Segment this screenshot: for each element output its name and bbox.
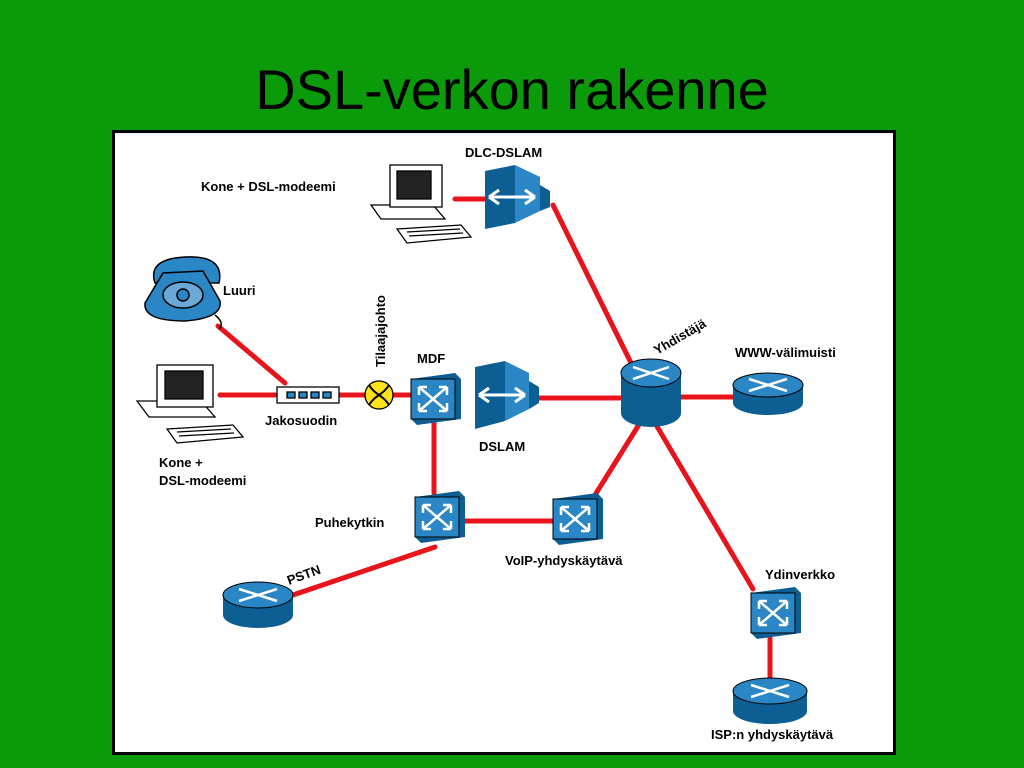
label-voip: VoIP-yhdyskäytävä — [505, 553, 623, 568]
label-www: WWW-välimuisti — [735, 345, 836, 360]
mdf-switch-icon — [410, 373, 461, 425]
label-dlc-dslam: DLC-DSLAM — [465, 145, 542, 160]
isp-gateway-router-icon — [732, 677, 808, 724]
label-jakosuodin: Jakosuodin — [265, 413, 337, 428]
telephone-icon — [144, 256, 222, 330]
link-router-ydin — [652, 420, 756, 592]
aggregator-router-icon — [620, 358, 682, 427]
computer-left-icon — [135, 364, 245, 444]
link-puhekytkin-pstn — [290, 544, 438, 598]
label-dslam: DSLAM — [479, 439, 525, 454]
dlc-dslam-icon — [485, 165, 550, 229]
link-dlc-router — [550, 202, 638, 374]
voice-switch-icon — [414, 491, 465, 543]
label-kone-top: Kone + DSL-modeemi — [201, 179, 336, 194]
label-pstn: PSTN — [285, 562, 323, 588]
label-kone-left-1: Kone + — [159, 455, 203, 470]
label-luuri: Luuri — [223, 283, 256, 298]
slide-title: DSL-verkon rakenne — [255, 58, 769, 121]
label-ydinverkko: Ydinverkko — [765, 567, 835, 582]
label-tilaajajohto: Tilaajajohto — [373, 295, 388, 367]
splitter-icon — [276, 386, 340, 404]
network-diagram: DLC-DSLAM Kone + DSL-modeemi Luuri Tilaa… — [112, 130, 896, 755]
subscriber-line-icon — [364, 380, 394, 410]
computer-top-icon — [369, 164, 473, 244]
label-mdf: MDF — [417, 351, 445, 366]
label-isp: ISP:n yhdyskäytävä — [711, 727, 834, 742]
core-network-switch-icon — [750, 587, 801, 639]
pstn-router-icon — [222, 581, 294, 628]
link-phone-splitter — [215, 323, 288, 386]
links — [215, 196, 773, 681]
link-voip-router — [587, 420, 643, 506]
label-kone-left-2: DSL-modeemi — [159, 473, 246, 488]
www-cache-router-icon — [732, 372, 804, 415]
label-yhdistaja: Yhdistäjä — [651, 315, 709, 357]
label-puhekytkin: Puhekytkin — [315, 515, 384, 530]
dslam-icon — [475, 361, 539, 429]
voip-gateway-icon — [552, 493, 603, 545]
